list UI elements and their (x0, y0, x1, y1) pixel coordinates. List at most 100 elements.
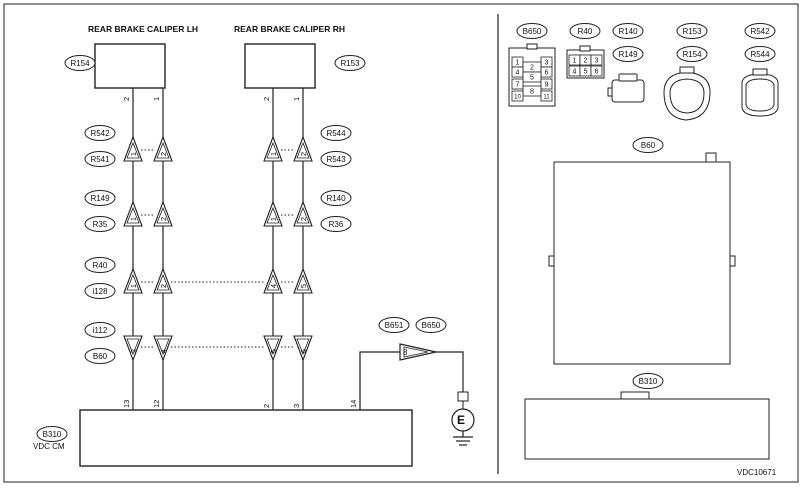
caliper-lh-pin-b: 1 (152, 97, 161, 101)
b60-connector-oval-label: B60 (641, 141, 656, 150)
ground-conn-a-oval (378, 317, 410, 333)
terminal-row0-wire3: 2 (293, 135, 313, 162)
r140-connector-oval (612, 23, 644, 39)
caliper-rh-box (244, 43, 316, 89)
caliper-lh-box (94, 43, 166, 89)
pin-number: 4 (516, 70, 520, 77)
r542-connector-drawing (741, 68, 779, 117)
r149-connector-oval (612, 46, 644, 62)
row-0-right-b-oval-label: R543 (326, 155, 346, 164)
row-2-left-a-oval-label: R40 (93, 261, 108, 270)
row-0-right-a-oval (320, 125, 352, 141)
r153-connector-drawing (663, 66, 711, 121)
pin-cell (590, 65, 603, 77)
row-2-left-b-oval-label: i128 (92, 287, 108, 296)
terminal-pin-label: 1 (129, 152, 138, 156)
terminal-row3-wire3: 6 (293, 335, 313, 362)
terminal-pin-label: 2 (299, 152, 308, 156)
r40-connector-oval-label: R40 (578, 27, 593, 36)
row-0-right-b-oval (320, 151, 352, 167)
terminal-pin-label: 4 (269, 284, 278, 288)
b310-outline (524, 391, 770, 460)
r140-connector-drawing (607, 73, 645, 103)
wires (132, 88, 464, 410)
b650-connector-oval-label: B650 (523, 27, 542, 36)
terminal-pin-label: 5 (299, 284, 308, 288)
b310-connector-oval-label: B310 (639, 377, 658, 386)
pin-number: 6 (595, 69, 599, 76)
ecm-pin-13: 13 (122, 400, 131, 408)
caliper-rh-title: REAR BRAKE CALIPER RH (234, 24, 345, 34)
r154-connector-oval-label: R154 (682, 50, 702, 59)
ground-bars (453, 431, 473, 446)
ecm-pin-12: 12 (152, 400, 161, 408)
ecm-connector-oval-label: B310 (43, 430, 62, 439)
ground-conn-b-oval (415, 317, 447, 333)
terminal-row3-wire2: 5 (263, 335, 283, 362)
row-0-right-a-oval-label: R544 (326, 129, 346, 138)
ecm-name: VDC CM (33, 442, 65, 451)
r542-connector-oval (744, 23, 776, 39)
row-1-left-b-oval (84, 216, 116, 232)
r544-connector-oval-label: R544 (750, 50, 770, 59)
pin-number: 4 (573, 69, 577, 76)
terminal-pin-label: 2 (159, 152, 168, 156)
ground-symbol: E (457, 413, 465, 427)
terminal-pin-label: 2 (159, 284, 168, 288)
b650-latch (526, 43, 538, 50)
ground-conn-a-oval-label: B651 (385, 321, 404, 330)
ground-pin: 8 (403, 348, 408, 357)
pin-number: 5 (584, 69, 588, 76)
terminal-pin-label: 2 (129, 349, 138, 353)
pin-number: 9 (545, 82, 549, 89)
terminal-row0-wire1: 2 (153, 135, 173, 162)
pin-number: 6 (545, 70, 549, 77)
b310-connector-oval (632, 373, 664, 389)
diagram-frame (3, 3, 799, 483)
row-0-left-b-oval (84, 151, 116, 167)
caliper-lh-connector-oval (64, 55, 96, 71)
terminal-row0-wire0: 1 (123, 135, 143, 162)
terminal-row3-wire1: 4 (153, 335, 173, 362)
pin-number: 3 (595, 58, 599, 65)
r140-connector-oval-label: R140 (618, 27, 638, 36)
caliper-lh-connector-oval-label: R154 (70, 59, 90, 68)
row-1-right-b-oval-label: R36 (329, 220, 344, 229)
terminal-pin-label: 2 (299, 217, 308, 221)
row-3-left-a-oval (84, 322, 116, 338)
caliper-rh-connector-oval-label: R153 (340, 59, 360, 68)
row-0-left-a-oval-label: R542 (90, 129, 110, 138)
terminal-row2-wire0: 1 (123, 267, 143, 294)
terminal-row2-wire1: 2 (153, 267, 173, 294)
r40-connector-oval (569, 23, 601, 39)
pin-number: 8 (530, 89, 534, 96)
ground-connector-inner (403, 346, 429, 358)
r542-connector-oval-label: R542 (750, 27, 770, 36)
pin-cell (511, 90, 524, 102)
terminal-pin-label: 5 (269, 349, 278, 353)
row-0-left-a-oval (84, 125, 116, 141)
terminal-row0-wire2: 1 (263, 135, 283, 162)
terminal-pin-label: 1 (269, 152, 278, 156)
row-3-left-a-oval-label: i112 (93, 326, 108, 335)
row-1-right-a-oval (320, 190, 352, 206)
terminal-row2-wire3: 5 (293, 267, 313, 294)
pin-number: 5 (530, 75, 534, 82)
terminal-row1-wire0: 1 (123, 200, 143, 227)
pin-number: 7 (516, 82, 520, 89)
row-1-left-a-oval (84, 190, 116, 206)
pin-cell (511, 78, 524, 90)
pin-cell (522, 71, 542, 83)
terminal-row1-wire1: 2 (153, 200, 173, 227)
pin-number: 2 (584, 58, 588, 65)
row-1-right-b-oval (320, 216, 352, 232)
r544-connector-oval (744, 46, 776, 62)
terminal-pin-label: 6 (299, 349, 308, 353)
ecm-box (79, 409, 413, 467)
caliper-lh-title: REAR BRAKE CALIPER LH (88, 24, 198, 34)
pin-cell (540, 90, 553, 102)
pin-number: 10 (514, 95, 521, 101)
pin-number: 1 (573, 58, 577, 65)
diagram-code: VDC10671 (737, 468, 777, 477)
